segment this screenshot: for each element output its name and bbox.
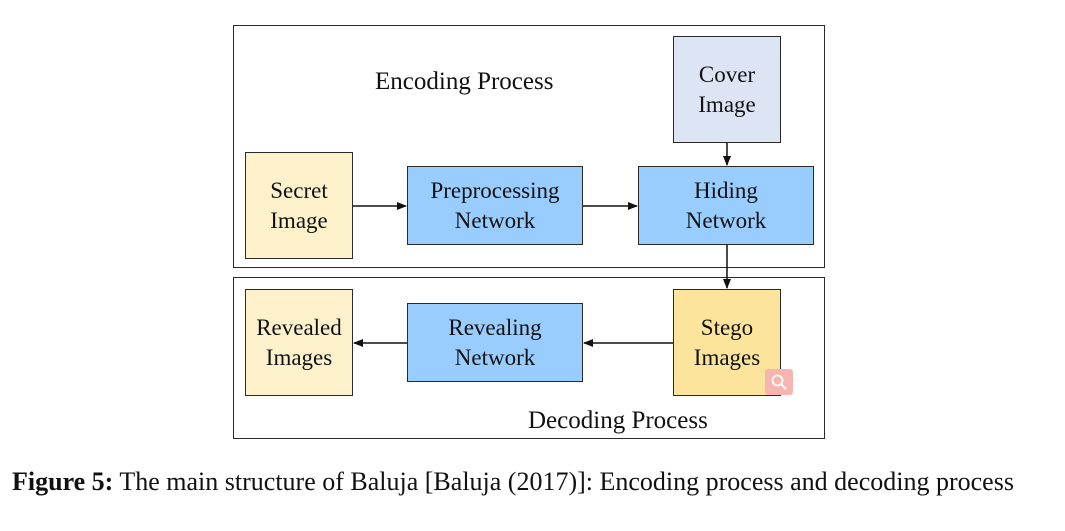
search-badge[interactable] [765, 369, 793, 395]
caption-text: The main structure of Baluja [Baluja (20… [119, 467, 1014, 496]
search-icon [771, 374, 787, 390]
preprocessing-network-node: Preprocessing Network [407, 166, 583, 245]
cover-image-node: Cover Image [673, 36, 781, 143]
secret-image-node: Secret Image [245, 152, 353, 259]
decoding-title: Decoding Process [528, 407, 708, 434]
encoding-title: Encoding Process [375, 68, 554, 95]
stego-images-node: Stego Images [673, 289, 781, 396]
connector-layer [353, 143, 731, 347]
diagram: Encoding Process Decoding Process Cover … [233, 25, 825, 439]
revealed-images-node: Revealed Images [245, 289, 353, 396]
figure-caption: Figure 5: The main structure of Baluja [… [12, 466, 1048, 498]
hiding-network-node: Hiding Network [638, 166, 814, 245]
revealing-network-node: Revealing Network [407, 303, 583, 382]
caption-label: Figure 5: [12, 467, 114, 496]
